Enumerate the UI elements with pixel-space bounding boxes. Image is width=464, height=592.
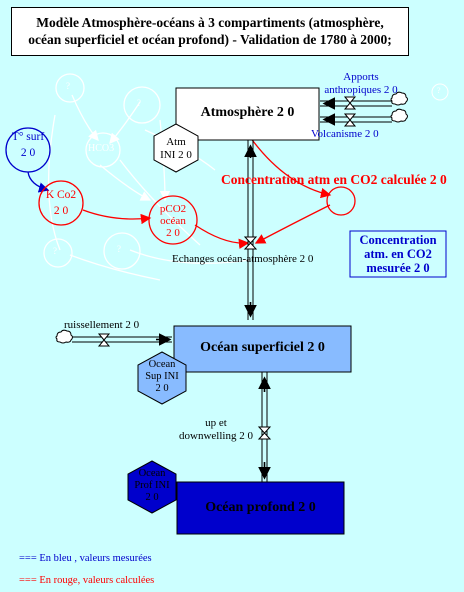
label-concentration-mesuree: Concentration atm. en CO2 mesurée 2 0 [350, 233, 446, 275]
legend-red: === En rouge, valeurs calculées [19, 575, 155, 586]
diagram-title: Modèle Atmosphère-océans à 3 compartimen… [11, 7, 409, 56]
ghost-circle-2 [123, 86, 161, 124]
t-surf-line-1: T° surf [11, 131, 45, 143]
circle-pco2[interactable] [148, 195, 198, 245]
ghost-label-5: ? [53, 246, 57, 256]
ghost-circle-4 [103, 232, 141, 270]
cloud-icon-ruissellement [55, 329, 73, 344]
hex-prof-line-2: Prof INI [134, 480, 170, 491]
stock-ocean-profond[interactable] [176, 481, 345, 535]
ghost-circle-6 [431, 83, 449, 101]
stock-label-ocean-superficiel: Océan superficiel 2 0 [200, 340, 325, 355]
apports-line-1: Apports [343, 71, 379, 83]
pco2-line-3: 2 0 [166, 227, 180, 239]
circle-label-pco2: pCO2 océan 2 0 [149, 203, 197, 239]
ghost-label-3: HCO3 [88, 143, 115, 154]
ghost-label-1: ? [66, 81, 70, 91]
flow-label-volcanisme: Volcanisme 2 0 [311, 128, 379, 140]
hex-sup-line-3: 2 0 [155, 383, 169, 394]
title-line-1: Modèle Atmosphère-océans à 3 compartimen… [36, 15, 384, 30]
circle-label-t-surf: T° surf 2 0 [6, 129, 50, 161]
ghost-circle-5 [43, 238, 73, 268]
ghost-circle-3 [85, 132, 121, 168]
valve-echanges[interactable] [243, 236, 258, 250]
ghost-label-6: ? [437, 86, 441, 95]
stock-ocean-superficiel[interactable] [173, 325, 352, 373]
flow-pipes [72, 97, 392, 482]
flow-label-echanges: Echanges océan-atmosphère 2 0 [172, 253, 314, 265]
hex-atm-line-2: INI 2 0 [160, 149, 192, 161]
hexagon-label-atm-ini: Atm INI 2 0 [154, 136, 198, 162]
updown-line-1: up et [205, 417, 227, 429]
stock-label-atmosphere: Atmosphère 2 0 [200, 105, 295, 120]
hexagon-atm-ini[interactable] [153, 123, 199, 173]
t-surf-to-k-co2-connector [27, 171, 50, 193]
valve-volcanisme[interactable] [343, 113, 357, 127]
circle-k-co2[interactable] [38, 180, 84, 226]
k-co2-line-2: 2 0 [53, 205, 69, 217]
hexagon-ocean-sup-ini[interactable] [137, 351, 187, 405]
cloud-icon-apports [390, 91, 408, 106]
stock-label-ocean-profond: Océan profond 2 0 [205, 500, 316, 515]
hex-sup-line-1: Ocean [148, 359, 176, 370]
hex-prof-line-1: Ocean [138, 468, 166, 479]
calculated-connectors [82, 136, 332, 249]
hexagon-label-ocean-sup-ini: Ocean Sup INI 2 0 [138, 359, 186, 395]
title-line-2: océan superficiel et océan profond) - Va… [28, 32, 392, 47]
ghost-circle-1 [55, 73, 85, 103]
mesuree-line-1: Concentration [359, 233, 437, 247]
t-surf-line-2: 2 0 [20, 147, 36, 159]
label-concentration-calculee: Concentration atm en CO2 calculée 2 0 [221, 172, 447, 187]
hex-prof-line-3: 2 0 [145, 492, 159, 503]
pco2-line-2: océan [160, 215, 186, 227]
flow-label-ruissellement: ruissellement 2 0 [64, 319, 140, 331]
k-co2-line-1: K Co2 [45, 189, 77, 201]
hex-sup-line-2: Sup INI [145, 371, 179, 382]
cloud-icon-volcanisme [390, 108, 408, 123]
mesuree-line-2: atm. en CO2 [364, 247, 432, 261]
flow-label-updown: up et downwelling 2 0 [176, 417, 256, 443]
hexagon-ocean-prof-ini[interactable] [127, 460, 177, 514]
circle-concentration-calculee[interactable] [326, 186, 356, 216]
valve-updown[interactable] [257, 426, 272, 440]
apports-line-2: anthropiques 2 0 [324, 84, 398, 96]
circle-label-k-co2: K Co2 2 0 [39, 187, 83, 219]
updown-line-2: downwelling 2 0 [179, 430, 253, 442]
legend-blue: === En bleu , valeurs mesurées [19, 553, 152, 564]
ghost-label-2: ? [137, 98, 141, 108]
stock-atmosphere[interactable] [175, 87, 320, 141]
hexagon-label-ocean-prof-ini: Ocean Prof INI 2 0 [128, 468, 176, 504]
circle-t-surf[interactable] [5, 127, 51, 173]
valve-apports[interactable] [343, 96, 357, 110]
hex-atm-line-1: Atm [166, 136, 186, 148]
valve-ruissellement[interactable] [97, 333, 111, 347]
ghost-label-4: ? [117, 244, 121, 254]
pco2-line-1: pCO2 [159, 203, 187, 215]
concentration-mesuree-box[interactable] [349, 230, 447, 278]
mesuree-line-3: mesurée 2 0 [366, 261, 430, 275]
flow-label-apports: Apports anthropiques 2 0 [306, 71, 416, 97]
